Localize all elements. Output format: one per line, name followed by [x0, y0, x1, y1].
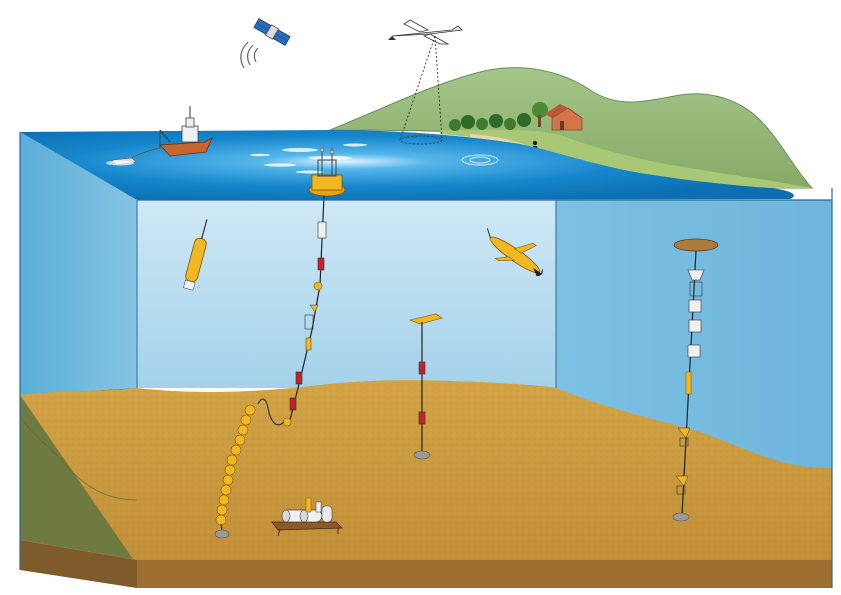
- water-back-face: [137, 200, 556, 388]
- satellite-icon: [253, 18, 291, 46]
- towed-body-icon: [106, 147, 161, 166]
- mooring-line-icon: [408, 313, 443, 460]
- seabed-left-bottom: [20, 540, 137, 588]
- land-grass: [440, 129, 812, 188]
- float-chain-icon: [214, 404, 256, 539]
- mooring-line-icon: [257, 195, 327, 427]
- box-outline: [19, 132, 833, 588]
- seabed-strata: [19, 414, 138, 501]
- sensor-swath: [399, 35, 443, 145]
- seabed-front-face: [137, 560, 832, 588]
- sea-surface: [20, 130, 794, 200]
- seabed: [19, 380, 832, 588]
- ship-icon: [159, 106, 213, 157]
- float-icon: [183, 219, 208, 291]
- tree-line: [449, 102, 548, 131]
- lander-icon: [271, 497, 343, 537]
- sun-glint: [250, 143, 367, 174]
- building-icon: [545, 104, 583, 131]
- airplane-icon: [388, 19, 463, 45]
- signal-waves-icon: [240, 41, 259, 69]
- ripples: [461, 154, 499, 166]
- glider-icon: [486, 228, 543, 277]
- buoy-icon: [308, 147, 346, 197]
- sea-surface-plane: [20, 130, 794, 200]
- mooring-line-icon: [672, 238, 719, 522]
- water-left-face: [20, 132, 137, 395]
